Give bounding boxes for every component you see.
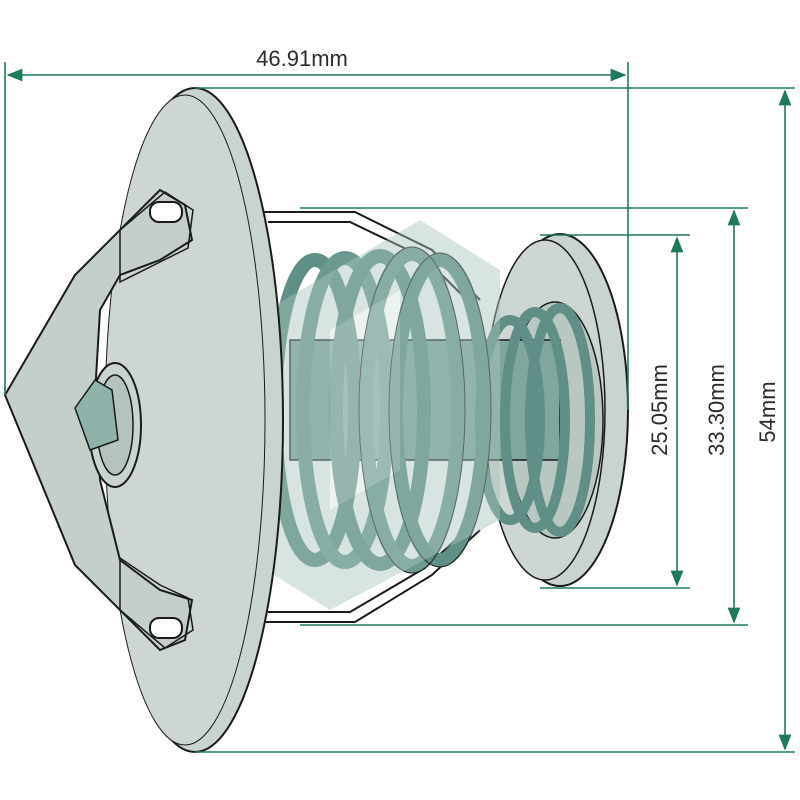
thermostat-part bbox=[3, 87, 629, 753]
watermark-logo bbox=[250, 220, 500, 610]
dimension-lines bbox=[4, 62, 795, 753]
flange bbox=[3, 87, 284, 753]
width-label: 46.91mm bbox=[256, 46, 348, 71]
frame-front bbox=[262, 211, 300, 623]
frame-width-label: 33.30mm bbox=[704, 364, 729, 456]
upper-slot bbox=[149, 201, 183, 223]
lower-slot bbox=[149, 617, 183, 639]
main-spring-outline bbox=[358, 246, 492, 574]
valve-diameter-label: 25.05mm bbox=[647, 364, 672, 456]
flange-diameter-label: 54mm bbox=[755, 381, 780, 442]
jiggle-pin bbox=[74, 379, 119, 451]
